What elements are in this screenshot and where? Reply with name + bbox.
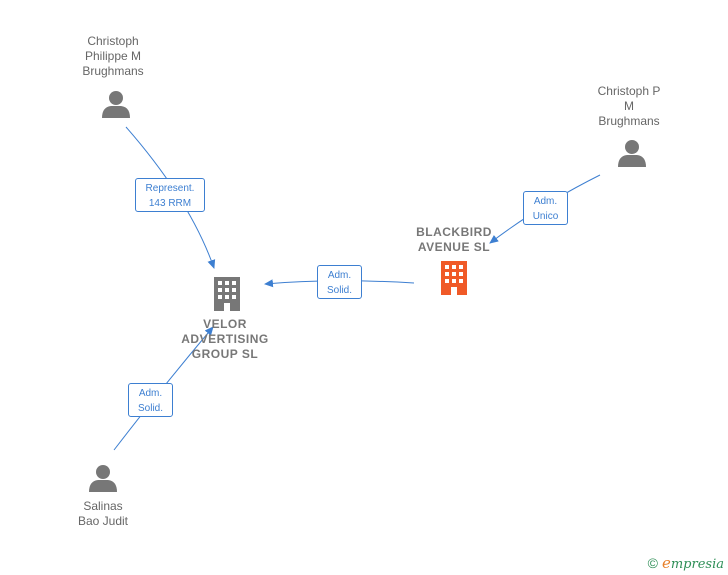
person-icon (102, 91, 130, 118)
edge-label-adm-unico: Adm. Unico (523, 191, 568, 225)
empresia-logo: ©empresia (648, 554, 724, 572)
person-name-christoph-p[interactable]: Christoph P M Brughmans (597, 84, 661, 128)
edge-label-adm-solid-salinas: Adm. Solid. (128, 383, 173, 417)
person-icon (89, 465, 117, 492)
edge-label-represent: Represent. 143 RRM (135, 178, 205, 212)
copyright-symbol: © (647, 555, 658, 571)
company-name-velor[interactable]: VELOR ADVERTISING GROUP SL (181, 317, 269, 361)
person-icon (618, 140, 646, 167)
company-name-blackbird[interactable]: BLACKBIRD AVENUE SL (416, 225, 492, 254)
building-icon (214, 277, 240, 311)
brand-first-letter: e (661, 554, 671, 572)
brand-rest: mpresia (670, 557, 724, 572)
person-name-salinas[interactable]: Salinas Bao Judit (77, 499, 129, 528)
person-name-christoph-philippe[interactable]: Christoph Philippe M Brughmans (82, 34, 144, 78)
building-icon (441, 261, 467, 295)
edge-label-adm-solid-blackbird: Adm. Solid. (317, 265, 362, 299)
